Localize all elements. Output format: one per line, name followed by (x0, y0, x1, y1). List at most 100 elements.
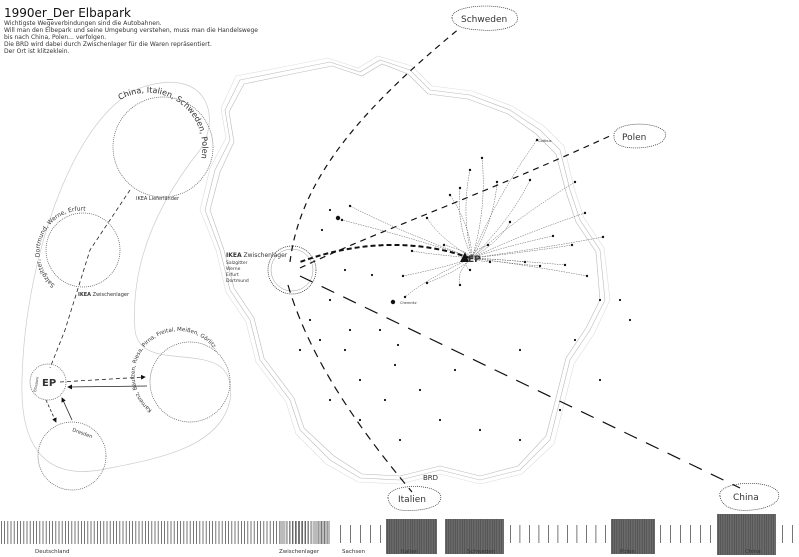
timeline-bar (302, 521, 303, 544)
timeline-bar (393, 519, 395, 554)
location-dot (328, 398, 332, 402)
timeline-bar (321, 521, 322, 544)
location-dot (558, 408, 562, 412)
timeline-bar (122, 521, 124, 544)
timeline-bar (215, 521, 217, 544)
city-dot (390, 299, 396, 305)
timeline-bar (100, 521, 101, 544)
timeline-bar (496, 519, 498, 554)
timeline-bar (1, 521, 2, 544)
timeline-bar (119, 521, 121, 544)
timeline-bar (317, 521, 319, 544)
timeline-bar (135, 521, 137, 544)
timeline-bar (380, 525, 381, 543)
timeline-bar (319, 521, 320, 544)
timeline-bar (247, 521, 249, 544)
timeline-bar (469, 519, 470, 554)
city-dot (348, 204, 352, 208)
location-dot (478, 428, 482, 432)
timeline-bar (237, 521, 239, 544)
timeline-barcode (1, 514, 793, 555)
location-dot (518, 438, 522, 442)
timeline-bar (327, 521, 329, 544)
timeline-bar (407, 519, 409, 554)
city-dot (488, 260, 492, 264)
timeline-bar (750, 514, 751, 555)
timeline-bar (4, 521, 5, 544)
intro-line: Wichtigste Wegeverbindungen sind die Aut… (4, 20, 162, 27)
timeline-bar (173, 521, 175, 544)
ep-to-dresden-arrow (45, 399, 57, 423)
timeline-bar (296, 521, 297, 544)
timeline-bar (90, 521, 92, 544)
location-dot (573, 338, 577, 342)
timeline-bar (23, 521, 25, 544)
ep-map-logo: EP (468, 255, 481, 265)
timeline-bar (641, 519, 643, 554)
timeline-bar (202, 521, 204, 544)
city-dot (486, 243, 490, 247)
page-title: 1990er_Der Elbapark (4, 6, 131, 20)
timeline-bar (519, 525, 521, 543)
city-dot (448, 193, 452, 197)
timeline-bar (287, 521, 288, 544)
intro-line: bis nach China, Polen... verfolgen. (4, 34, 107, 41)
timeline-bar (132, 521, 133, 544)
timeline-bar (292, 521, 293, 544)
timeline-bar (186, 521, 188, 544)
timeline-bar (426, 519, 427, 554)
timeline-block (717, 514, 776, 555)
timeline-bar (612, 519, 613, 554)
city-dot (403, 295, 407, 299)
timeline-bar (448, 519, 449, 554)
timeline-bar (648, 519, 650, 554)
timeline-bar (639, 519, 641, 554)
timeline-bar (680, 525, 681, 543)
timeline-bar (446, 519, 447, 554)
timeline-bar (670, 525, 671, 543)
timeline-bar (20, 521, 21, 544)
timeline-bar (7, 521, 9, 544)
timeline-bar (567, 525, 568, 543)
timeline-bar (129, 521, 130, 544)
timeline-bar (757, 514, 758, 555)
timeline-bar (768, 514, 770, 555)
city-connection (471, 235, 554, 259)
city-connection (471, 181, 498, 259)
location-dot (343, 348, 347, 352)
timeline-bar (45, 521, 47, 544)
dresden-circle (37, 421, 107, 491)
timeline-bar (741, 514, 742, 555)
city-connection (426, 217, 473, 259)
china-blob (719, 482, 780, 511)
timeline-bar (423, 519, 425, 554)
timeline-bar (435, 519, 436, 554)
city-dot (585, 274, 589, 278)
timeline-bar (305, 521, 306, 544)
ep-circle-text: Elbepark (33, 375, 40, 392)
location-dot (398, 438, 402, 442)
city-dot (570, 243, 574, 247)
location-dot (308, 318, 312, 322)
timeline-bar (289, 521, 290, 544)
city-dot (401, 274, 405, 278)
timeline-bar (710, 525, 711, 543)
city-connection (471, 257, 491, 263)
timeline-block (445, 519, 504, 554)
city-dot (573, 180, 577, 184)
timeline-bar (637, 519, 638, 554)
destination-schweden: Schweden (461, 15, 507, 25)
timeline-bar (42, 521, 44, 544)
timeline-bar (93, 521, 95, 544)
saxony-circle-text: Kamenz, Bautzen, Riesa, Pirna, Freital, … (131, 327, 220, 413)
city-dot (528, 178, 532, 182)
saxony-circle (149, 341, 231, 423)
timeline-bar (430, 519, 432, 554)
timeline-bar (313, 521, 314, 544)
timeline-bar (212, 521, 213, 544)
timeline-bar (494, 519, 495, 554)
timeline-bar (646, 519, 647, 554)
timeline-bar (36, 521, 37, 544)
timeline-bar (260, 521, 261, 544)
timeline-bar (414, 519, 416, 554)
